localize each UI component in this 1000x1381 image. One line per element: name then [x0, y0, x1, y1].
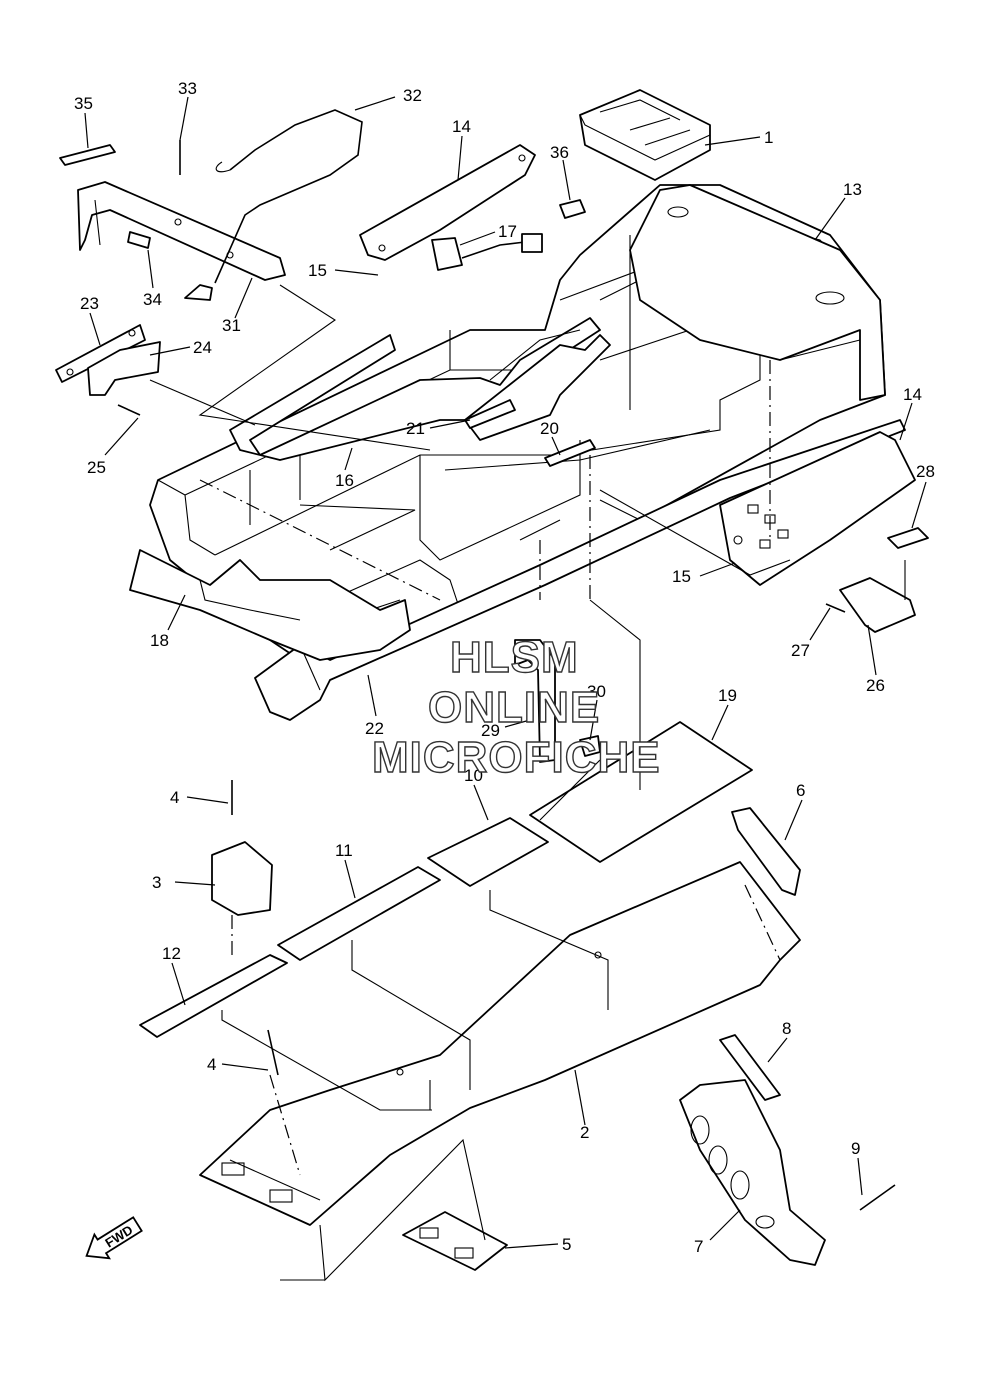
callout-6: 6: [796, 781, 805, 800]
callout-19: 19: [718, 686, 737, 705]
skid-plate-2: [199, 861, 801, 1226]
connector-17: [431, 233, 543, 271]
bolt-34: [127, 231, 151, 249]
assembly-guide-lines: [149, 235, 906, 1282]
callout-15-upper: 15: [308, 261, 327, 280]
pad-10: [427, 817, 549, 887]
callout-5: 5: [562, 1235, 571, 1254]
callout-21: 21: [406, 419, 425, 438]
callout-8: 8: [782, 1019, 791, 1038]
callout-26: 26: [866, 676, 885, 695]
callout-1: 1: [764, 128, 773, 147]
pad-21: [464, 399, 516, 429]
rivet-9: [859, 1184, 896, 1211]
side-cover-18: [129, 549, 411, 661]
callout-35: 35: [74, 94, 93, 113]
hinge-26-27: [825, 577, 916, 633]
watermark-line-2: ONLINE: [428, 683, 600, 732]
callout-4-upper: 4: [170, 788, 179, 807]
mat-19: [529, 721, 753, 863]
pad-35: [59, 144, 116, 166]
callout-group: 1 2 3 4 4 5 6 7 8 9 10 11 12 13 14 14 15…: [74, 79, 935, 1256]
skid-plate-7: [679, 1079, 826, 1266]
callout-14-upper: 14: [452, 117, 471, 136]
callout-32: 32: [403, 86, 422, 105]
callout-30: 30: [587, 682, 606, 701]
rod-6: [731, 807, 801, 896]
callout-25: 25: [87, 458, 106, 477]
pad-28: [887, 527, 929, 549]
rivet-4-lower: [267, 1029, 279, 1076]
callout-2: 2: [580, 1123, 589, 1142]
callout-16: 16: [335, 471, 354, 490]
strip-12: [139, 954, 288, 1038]
callout-9: 9: [851, 1139, 860, 1158]
pad-20: [544, 439, 596, 467]
callout-11: 11: [335, 841, 353, 860]
callout-10: 10: [464, 766, 483, 785]
grommet-36: [559, 199, 586, 219]
bracket-3: [211, 841, 273, 916]
hinge-23-24: [55, 324, 161, 416]
callout-15-right: 15: [672, 567, 691, 586]
callout-34: 34: [143, 290, 162, 309]
bracket-29: [514, 639, 601, 763]
callout-36: 36: [550, 143, 569, 162]
pad-11: [277, 866, 441, 961]
pad-8: [719, 1034, 781, 1101]
watermark-line-1: HLSM: [450, 633, 579, 682]
callout-3: 3: [152, 873, 161, 892]
watermark-line-3: MICROFICHE: [372, 733, 661, 782]
side-plate-14-upper: [359, 144, 536, 261]
callout-22: 22: [365, 719, 384, 738]
callout-20: 20: [540, 419, 559, 438]
callout-17: 17: [498, 222, 517, 241]
callout-7: 7: [694, 1237, 703, 1256]
callout-12: 12: [162, 944, 181, 963]
callout-13: 13: [843, 180, 862, 199]
callout-23: 23: [80, 294, 99, 313]
callout-14-right: 14: [903, 385, 922, 404]
tool-kit-1: [579, 89, 711, 181]
callout-33: 33: [178, 79, 197, 98]
callout-27: 27: [791, 641, 810, 660]
callout-24: 24: [193, 338, 212, 357]
bracket-5: [402, 1211, 508, 1271]
fwd-arrow-icon: FWD: [85, 1216, 143, 1260]
callout-4-lower: 4: [207, 1055, 216, 1074]
bracket-31: [77, 181, 286, 281]
callout-29: 29: [481, 721, 500, 740]
watermark: HLSM ONLINE MICROFICHE: [371, 632, 661, 782]
callout-31: 31: [222, 316, 241, 335]
callout-28: 28: [916, 462, 935, 481]
callout-18: 18: [150, 631, 169, 650]
cable-32: [184, 109, 363, 301]
